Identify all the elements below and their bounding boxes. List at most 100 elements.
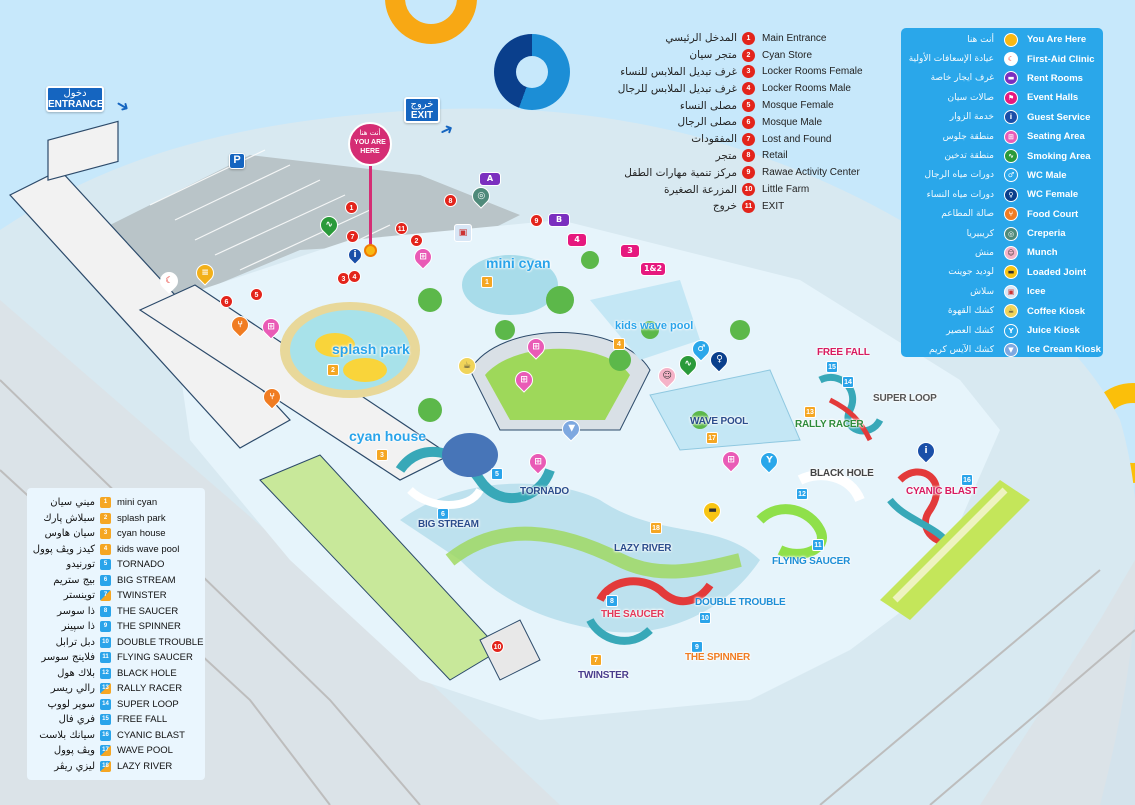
label-twinster[interactable]: TWINSTER xyxy=(578,670,629,681)
loaded-joint-icon: ▬ xyxy=(1004,265,1018,280)
wc-female-icon: ♀ xyxy=(1004,187,1018,202)
ride-num: 6 xyxy=(100,574,111,586)
ride-marker-14[interactable]: 14 xyxy=(842,376,854,388)
icon-legend-ar: غرف ايجار خاصة xyxy=(930,73,994,84)
facility-num: 9 xyxy=(742,166,755,180)
ride-marker-4[interactable]: 4 xyxy=(613,338,625,350)
label-rally-racer[interactable]: RALLY RACER xyxy=(795,419,864,430)
map-marker-cyan-store[interactable]: 2 xyxy=(410,234,423,247)
ride-marker-1[interactable]: 1 xyxy=(481,276,493,288)
label-mini-cyan[interactable]: mini cyan xyxy=(486,255,551,271)
map-marker-mosque-male[interactable]: 6 xyxy=(220,295,233,308)
map-marker-rawae-center[interactable]: 9 xyxy=(530,214,543,227)
ride-marker-11[interactable]: 11 xyxy=(812,539,824,551)
ride-marker-8[interactable]: 8 xyxy=(606,595,618,607)
label-big-stream[interactable]: BIG STREAM xyxy=(418,519,479,530)
icon-legend-en: Guest Service xyxy=(1027,111,1091,123)
coffee-kiosk-icon: ☕ xyxy=(1004,304,1018,319)
ride-marker-15[interactable]: 15 xyxy=(826,361,838,373)
ride-num: 18 xyxy=(100,760,111,772)
ride-marker-12[interactable]: 12 xyxy=(796,488,808,500)
label-double-trouble[interactable]: DOUBLE TROUBLE xyxy=(695,597,786,608)
label-lazy-river[interactable]: LAZY RIVER xyxy=(614,543,672,554)
label-kids-wave-pool[interactable]: kids wave pool xyxy=(615,320,694,332)
ride-en: SUPER LOOP xyxy=(117,698,179,710)
ride-marker-16[interactable]: 16 xyxy=(961,474,973,486)
ride-marker-17[interactable]: 17 xyxy=(706,432,718,444)
icee-icon[interactable]: ▣ xyxy=(454,224,472,242)
ride-marker-5[interactable]: 5 xyxy=(491,468,503,480)
ride-ar: دبل ترابل xyxy=(55,636,95,648)
label-cyan-house[interactable]: cyan house xyxy=(349,428,427,444)
label-super-loop[interactable]: SUPER LOOP xyxy=(873,393,937,404)
ride-marker-18[interactable]: 18 xyxy=(650,522,662,534)
label-splash-park[interactable]: splash park xyxy=(332,341,410,357)
ride-en: WAVE POOL xyxy=(117,745,173,757)
label-the-saucer[interactable]: THE SAUCER xyxy=(601,609,665,620)
ride-marker-2[interactable]: 2 xyxy=(327,364,339,376)
label-black-hole[interactable]: BLACK HOLE xyxy=(810,468,874,479)
map-marker-mosque-female[interactable]: 5 xyxy=(250,288,263,301)
rent-room-a-icon[interactable]: A xyxy=(479,172,501,186)
label-flying-saucer[interactable]: FLYING SAUCER xyxy=(772,556,851,567)
event-hall-4-icon[interactable]: 4 xyxy=(567,233,587,247)
ride-marker-7[interactable]: 7 xyxy=(590,654,602,666)
event-hall-3-icon[interactable]: 3 xyxy=(620,244,640,258)
icon-legend-ar: خدمة الزوار xyxy=(949,112,994,123)
icon-legend-en: Icee xyxy=(1027,286,1046,298)
label-cyanic-blast[interactable]: CYANIC BLAST xyxy=(906,486,978,497)
rent-room-b-icon[interactable]: B xyxy=(548,213,570,227)
label-the-spinner[interactable]: THE SPINNER xyxy=(685,652,751,663)
icon-legend-row: عيادة الإسعافات الأولية☾First-Aid Clinic xyxy=(901,49,1103,68)
facility-num: 4 xyxy=(742,82,755,96)
map-marker-locker-male[interactable]: 4 xyxy=(348,270,361,283)
facility-ar: خروج xyxy=(712,200,737,213)
exit-sign-english: EXIT xyxy=(410,109,434,121)
facility-en: Main Entrance xyxy=(762,32,827,44)
map-marker-lost-found[interactable]: 7 xyxy=(346,230,359,243)
icon-legend-ar: كريبيريا xyxy=(966,228,994,239)
map-marker-main-entrance[interactable]: 1 xyxy=(345,201,358,214)
facility-en: Rawae Activity Center xyxy=(762,167,860,179)
ride-en: FREE FALL xyxy=(117,714,168,726)
ride-num: 11 xyxy=(100,652,111,664)
event-halls-icon: ⚑ xyxy=(1004,90,1018,105)
ride-marker-6[interactable]: 6 xyxy=(437,508,449,520)
facility-num: 7 xyxy=(742,132,755,146)
icon-legend-ar: عيادة الإسعافات الأولية xyxy=(908,54,994,65)
icon-legend-row: صالات سيان⚑Event Halls xyxy=(901,88,1103,107)
label-tornado[interactable]: TORNADO xyxy=(520,486,569,497)
you-are-here-marker: أنت هنا YOU ARE HERE xyxy=(348,122,392,166)
facility-en: Mosque Male xyxy=(762,116,823,128)
ride-marker-10[interactable]: 10 xyxy=(699,612,711,624)
ride-num: 10 xyxy=(100,636,111,648)
icon-legend-ar: سلاش xyxy=(970,286,994,297)
map-marker-exit[interactable]: 11 xyxy=(395,222,408,235)
map-marker-retail[interactable]: 8 xyxy=(444,194,457,207)
munch-icon: ☺ xyxy=(1004,245,1018,260)
icon-legend-ar: صالة المطاعم xyxy=(941,209,994,220)
ride-marker-13[interactable]: 13 xyxy=(804,406,816,418)
event-hall-1-2-icon[interactable]: 1&2 xyxy=(640,262,666,276)
coffee-kiosk-icon[interactable]: ☕ xyxy=(458,357,476,375)
facility-ar: المزرعة الصغيرة xyxy=(663,183,737,196)
facility-ar: متجر xyxy=(715,149,737,162)
icon-legend-ar: كشك القهوة xyxy=(947,306,994,317)
parking-sign: P xyxy=(229,153,245,169)
icon-legend-en: Food Court xyxy=(1027,208,1079,220)
ride-marker-3[interactable]: 3 xyxy=(376,449,388,461)
label-wave-pool[interactable]: WAVE POOL xyxy=(690,416,749,427)
label-free-fall[interactable]: FREE FALL xyxy=(817,347,870,358)
ride-marker-9[interactable]: 9 xyxy=(691,641,703,653)
map-marker-little-farm[interactable]: 10 xyxy=(491,640,504,653)
juice-kiosk-icon: Y xyxy=(1004,323,1018,338)
